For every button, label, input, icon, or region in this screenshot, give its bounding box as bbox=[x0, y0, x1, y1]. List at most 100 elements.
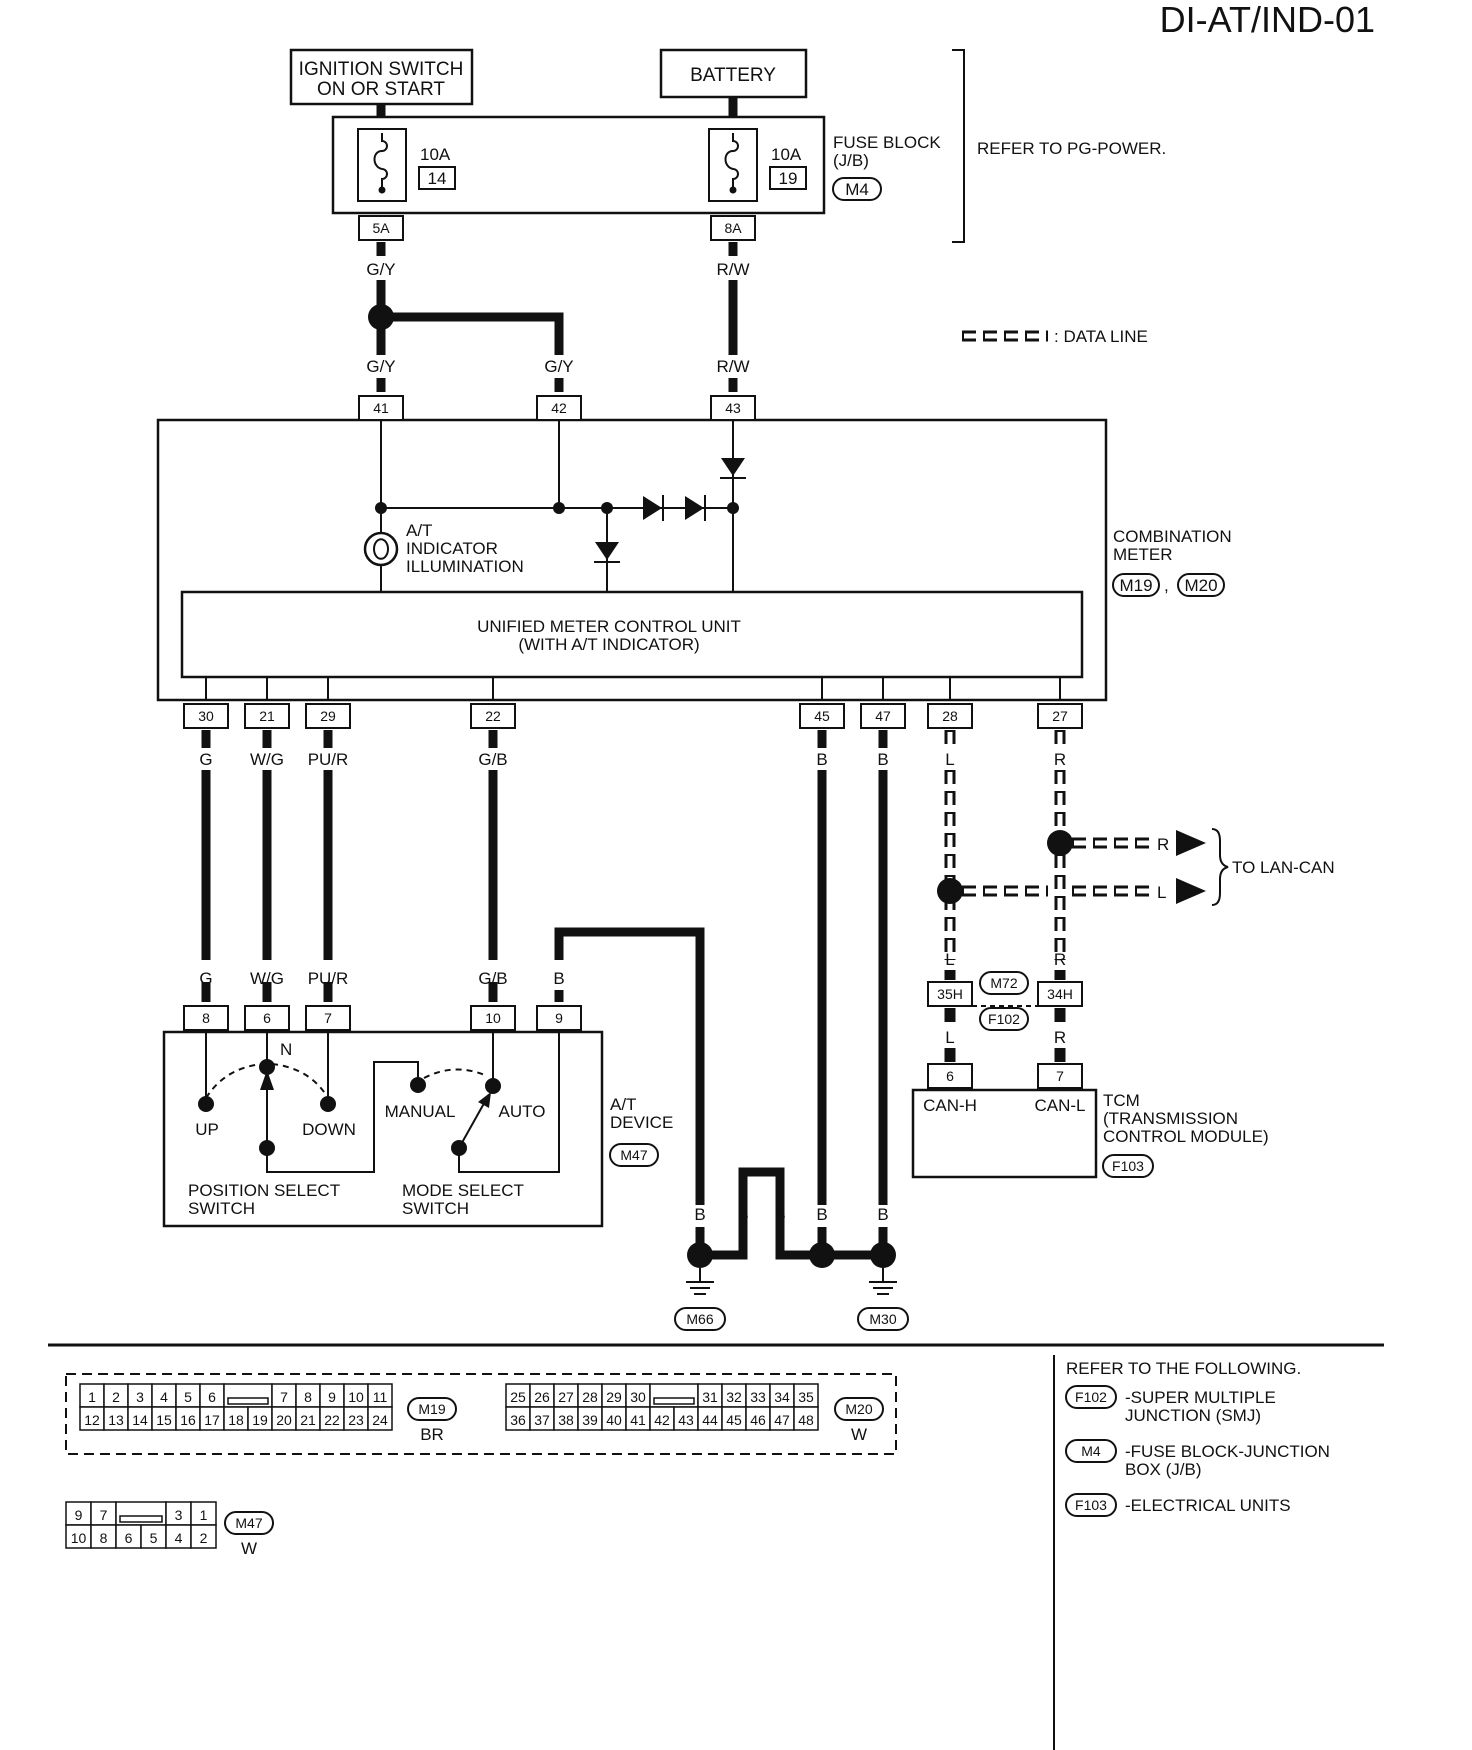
ref-m4-oval bbox=[1065, 1439, 1117, 1463]
at-device-conn: M47 bbox=[620, 1147, 647, 1163]
m19-pin-2: 2 bbox=[112, 1389, 120, 1405]
device-wire-gb: G/B bbox=[478, 969, 507, 988]
pin-42: 42 bbox=[551, 400, 567, 416]
m19-pin-1: 1 bbox=[88, 1389, 96, 1405]
device-pin-10-box bbox=[470, 1005, 516, 1031]
refer-following: REFER TO THE FOLLOWING. bbox=[1066, 1359, 1301, 1378]
combo-conn-2: M20 bbox=[1184, 576, 1217, 595]
diode-1-icon bbox=[643, 496, 662, 520]
m19-pin-7: 7 bbox=[280, 1389, 288, 1405]
unified-unit-label: UNIFIED METER CONTROL UNIT(WITH A/T INDI… bbox=[477, 617, 741, 654]
lan-l-label: L bbox=[1157, 883, 1166, 902]
switch-manual: MANUAL bbox=[385, 1102, 456, 1121]
m47-cell bbox=[190, 1524, 217, 1549]
pin-43: 43 bbox=[725, 400, 741, 416]
pin-41: 41 bbox=[373, 400, 389, 416]
data-line-legend: : DATA LINE bbox=[1054, 327, 1148, 346]
m47-pin-8: 8 bbox=[100, 1530, 108, 1546]
unified-meter-control-unit bbox=[180, 590, 1084, 679]
combo-conn-sep: , bbox=[1164, 576, 1169, 595]
m19-cell bbox=[367, 1406, 393, 1431]
wire-label-21: W/G bbox=[250, 750, 284, 769]
m20-pin-36: 36 bbox=[510, 1412, 526, 1428]
wire-label-r-3: R bbox=[1054, 1028, 1066, 1047]
m20-pin-26: 26 bbox=[534, 1389, 550, 1405]
wire-label-l-2: L bbox=[945, 950, 954, 969]
m20-lock-icon bbox=[653, 1397, 695, 1405]
m47-pin-9: 9 bbox=[75, 1507, 83, 1523]
m47-pin-7: 7 bbox=[100, 1507, 108, 1523]
m47-lock-icon bbox=[119, 1515, 163, 1523]
m19-pin-11: 11 bbox=[373, 1389, 388, 1405]
ref-m4: M4 bbox=[1081, 1443, 1101, 1459]
ground-m30-oval bbox=[857, 1307, 909, 1331]
ground-wire-label-1: B bbox=[694, 1205, 705, 1224]
pin-7-tcm-box bbox=[1037, 1063, 1083, 1089]
fuse-14-num: 14 bbox=[428, 169, 447, 188]
device-pin-9: 9 bbox=[555, 1010, 563, 1026]
wire-ground-jumper bbox=[738, 1167, 785, 1227]
pin-5a: 5A bbox=[372, 220, 390, 236]
m47-color: W bbox=[241, 1539, 257, 1558]
ref-f103: F103 bbox=[1075, 1497, 1107, 1513]
pin-8a: 8A bbox=[724, 220, 742, 236]
smj-conn-1: M72 bbox=[990, 975, 1017, 991]
m20-pin-33: 33 bbox=[750, 1389, 766, 1405]
mode-switch-arc bbox=[423, 1068, 488, 1079]
wire-label-rw-1: R/W bbox=[716, 260, 749, 279]
tcm-conn-oval bbox=[1102, 1154, 1154, 1178]
pin-35h: 35H bbox=[937, 986, 963, 1002]
pin-30: 30 bbox=[198, 708, 214, 724]
to-lan-can: TO LAN-CAN bbox=[1232, 858, 1335, 877]
device-pin-8: 8 bbox=[202, 1010, 210, 1026]
m20-color: W bbox=[851, 1425, 867, 1444]
m19-pin-9: 9 bbox=[328, 1389, 336, 1405]
lan-can-bracket bbox=[1211, 828, 1229, 906]
device-pin-9-box bbox=[536, 1005, 582, 1031]
ground-m66-oval bbox=[674, 1307, 726, 1331]
ground-wire-label-2: B bbox=[737, 1205, 748, 1224]
m19-oval bbox=[407, 1397, 457, 1421]
smj-conn-2-oval bbox=[979, 1007, 1029, 1031]
refer-pg-power: REFER TO PG-POWER. bbox=[977, 139, 1166, 158]
fuse-block-conn-oval bbox=[832, 177, 882, 201]
m19-pin-18: 18 bbox=[228, 1412, 244, 1428]
m47-pin-1: 1 bbox=[200, 1507, 208, 1523]
ground-splice-1 bbox=[687, 1242, 713, 1268]
fuse-19-body bbox=[708, 128, 758, 202]
ground-splice-3 bbox=[870, 1242, 896, 1268]
wire-label-gy-3: G/Y bbox=[544, 357, 573, 376]
m19-pin-17: 17 bbox=[204, 1412, 220, 1428]
wire-label-30: G bbox=[199, 750, 212, 769]
splice-l bbox=[937, 878, 963, 904]
m47-pin-3: 3 bbox=[175, 1507, 183, 1523]
m20-pin-37: 37 bbox=[534, 1412, 550, 1428]
position-switch-arc bbox=[205, 1063, 329, 1099]
m47-pin-2: 2 bbox=[200, 1530, 208, 1546]
m20-id: M20 bbox=[845, 1401, 872, 1417]
m19-pin-4: 4 bbox=[160, 1389, 168, 1405]
m19-pin-22: 22 bbox=[324, 1412, 340, 1428]
combo-conn-1: M19 bbox=[1119, 576, 1152, 595]
wire-label-28: L bbox=[945, 750, 954, 769]
at-device-box bbox=[162, 1030, 604, 1228]
m20-pin-28: 28 bbox=[582, 1389, 598, 1405]
m20-pin-39: 39 bbox=[582, 1412, 598, 1428]
ground-splice-2 bbox=[809, 1242, 835, 1268]
refer-bracket bbox=[952, 49, 965, 243]
device-wire-pur: PU/R bbox=[308, 969, 349, 988]
diode-3-icon bbox=[595, 542, 619, 560]
at-device-conn-oval bbox=[609, 1143, 659, 1167]
wire-label-47: B bbox=[877, 750, 888, 769]
device-pin-10: 10 bbox=[485, 1010, 501, 1026]
fuse-19-icon bbox=[724, 133, 739, 193]
ground-m30-icon bbox=[869, 1268, 897, 1295]
m20-pin-41: 41 bbox=[630, 1412, 646, 1428]
wire-label-gy-2: G/Y bbox=[366, 357, 395, 376]
fuse-block-label: FUSE BLOCK(J/B) bbox=[833, 133, 941, 170]
pin-21-box bbox=[244, 703, 290, 729]
